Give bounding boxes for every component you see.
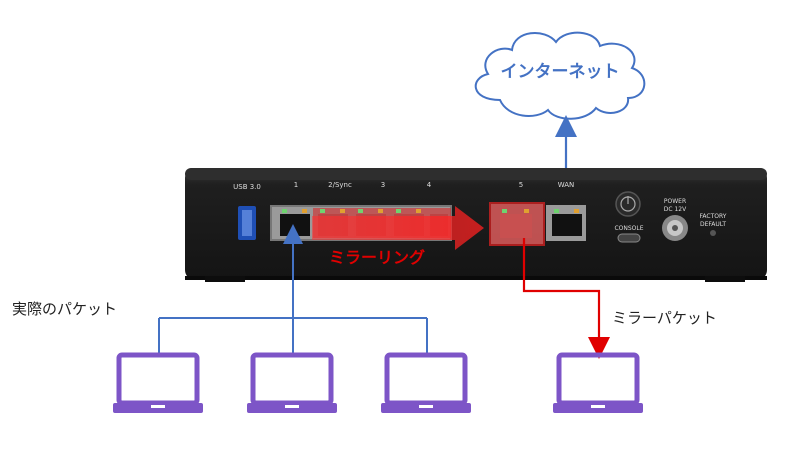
mirror-packet-line	[522, 238, 610, 359]
factory-label-2: DEFAULT	[700, 221, 726, 228]
cloud-label: インターネット	[501, 62, 620, 82]
actual-packet-label: 実際のパケット	[12, 300, 117, 318]
actual-packet-lines	[158, 317, 428, 355]
factory-label-1: FACTORY	[700, 213, 727, 220]
port-label-3: 3	[381, 181, 385, 189]
mirroring-arrow	[312, 206, 484, 250]
port-label-1: 1	[294, 181, 298, 189]
mirroring-label: ミラーリング	[329, 248, 425, 267]
mirror-packet-label: ミラーパケット	[612, 309, 717, 327]
power-label-1: POWER	[664, 198, 686, 205]
power-label-2: DC 12V	[664, 206, 687, 213]
port-label-4: 4	[427, 181, 432, 189]
console-label: CONSOLE	[614, 225, 643, 232]
laptop-icon	[553, 352, 643, 413]
port-label-2: 2/Sync	[328, 181, 352, 189]
usb-label: USB 3.0	[233, 183, 261, 191]
port-label-5: 5	[519, 181, 523, 189]
laptop-icon	[381, 352, 471, 413]
wan-label: WAN	[558, 181, 575, 189]
laptop-icon	[247, 352, 337, 413]
laptop-icon	[113, 352, 203, 413]
